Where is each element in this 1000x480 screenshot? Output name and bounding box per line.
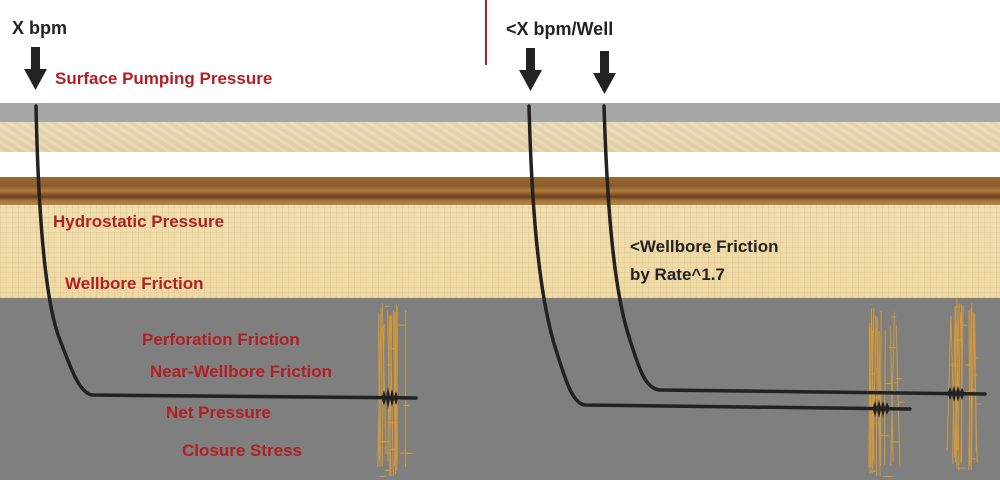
near-wellbore-friction-label: Near-Wellbore Friction: [150, 362, 332, 381]
fracture-strand: [878, 331, 881, 461]
fracture-strand: [377, 312, 381, 461]
fracture-cluster: [946, 298, 982, 471]
friction-note-line1: <Wellbore Friction: [630, 237, 779, 256]
fracture-strand: [957, 311, 962, 450]
brown-shale-layer: [0, 177, 1000, 205]
fracture-strand: [970, 312, 975, 470]
down-arrow-icon: [593, 51, 616, 94]
net-pressure-label: Net Pressure: [166, 403, 271, 422]
fracture-strand: [968, 308, 972, 470]
gray-band-layer: [0, 103, 1000, 122]
surface-pumping-pressure-label: Surface Pumping Pressure: [55, 69, 273, 88]
perforation-cluster: [873, 400, 889, 418]
target-formation-layer: [0, 298, 1000, 480]
fracture-cluster: [377, 303, 413, 477]
fracture-strand: [394, 312, 397, 460]
fracture-strand: [884, 330, 886, 465]
fracture-strand: [381, 303, 387, 455]
fracture-strand: [868, 323, 871, 468]
perforation-cluster: [382, 387, 398, 409]
fracture-strand: [392, 310, 397, 475]
fracture-strand: [954, 312, 958, 469]
down-arrow-icon: [24, 47, 47, 90]
fracture-strand: [954, 303, 960, 463]
fracture-strand: [952, 306, 956, 464]
right-rate-label: <X bpm/Well: [506, 19, 614, 39]
wellbore-friction-label: Wellbore Friction: [65, 274, 204, 293]
white-gap-layer: [0, 152, 1000, 177]
fracture-strand: [946, 316, 952, 451]
friction-note-line2: by Rate^1.7: [630, 265, 725, 284]
down-arrow-icon: [519, 48, 542, 91]
fracture-strand: [895, 324, 901, 467]
fracture-strand: [950, 316, 956, 458]
fracture-strand: [872, 315, 877, 459]
fracture-strand: [960, 304, 964, 464]
perforation-cluster: [948, 386, 964, 402]
hydrostatic-pressure-label: Hydrostatic Pressure: [53, 212, 225, 231]
perforation-friction-label: Perforation Friction: [142, 330, 300, 349]
right-wellbore-outer: [527, 104, 912, 411]
fracture-strand: [890, 311, 895, 466]
fracture-strand: [876, 316, 881, 477]
left-wellbore: [34, 104, 418, 400]
sandstone-layer: [0, 205, 1000, 298]
right-wellbore-inner: [602, 104, 987, 396]
left-rate-label: X bpm: [12, 18, 68, 38]
fracture-strand: [956, 298, 960, 471]
panel-divider: [485, 0, 487, 65]
fracture-strand: [974, 313, 977, 453]
closure-stress-label: Closure Stress: [182, 441, 302, 460]
upper-sand-layer: [0, 122, 1000, 152]
